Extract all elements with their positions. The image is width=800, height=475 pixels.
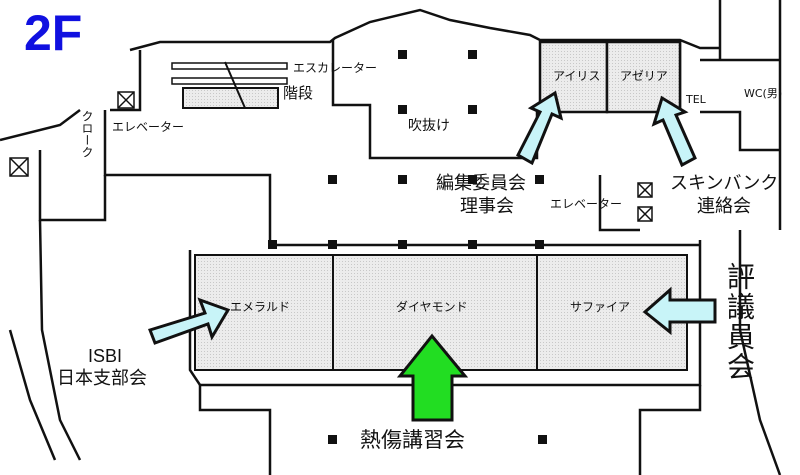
skin-bank-label: スキンバンク [670, 173, 779, 194]
wc-label: WC(男) [744, 87, 783, 100]
diamond-label: ダイヤモンド [396, 300, 468, 314]
skin-bank-meeting-label: 連絡会 [697, 196, 751, 217]
escalator-label: エスカレーター [293, 61, 378, 75]
board-meeting-label: 理事会 [460, 196, 514, 217]
iris-label: アイリス [553, 69, 601, 83]
tel-label: TEL [686, 93, 706, 106]
arrow-to-emerald-icon [148, 297, 231, 345]
columns [268, 50, 547, 444]
arrow-to-azalea-icon [651, 95, 697, 168]
burn-course-label: 熱傷講習会 [360, 428, 465, 452]
arrow-to-iris-icon [516, 90, 564, 166]
isbi-label: ISBI [88, 346, 123, 366]
azalea-label: アゼリア [620, 69, 668, 83]
elevator-left-label: エレベーター [112, 120, 185, 134]
floor-label: 2F [24, 5, 83, 61]
elevator-right-label: エレベーター [550, 197, 623, 211]
elevator-icon [9, 91, 653, 222]
editorial-committee-label: 編集委員会 [436, 173, 526, 194]
stairs-label: 階段 [283, 84, 314, 102]
arrow-main-up-icon [396, 333, 469, 422]
council-label: 評議員会 [723, 262, 756, 382]
emerald-label: エメラルド [230, 300, 291, 314]
escalator-stairs-drawing [171, 61, 288, 109]
atrium-label: 吹抜け [408, 118, 450, 134]
cloak-label: クローク [80, 110, 94, 158]
sapphire-label: サファイア [570, 300, 631, 314]
isbi-japan-chapter-label: 日本支部会 [57, 368, 147, 389]
arrow-to-sapphire-icon [642, 286, 717, 336]
